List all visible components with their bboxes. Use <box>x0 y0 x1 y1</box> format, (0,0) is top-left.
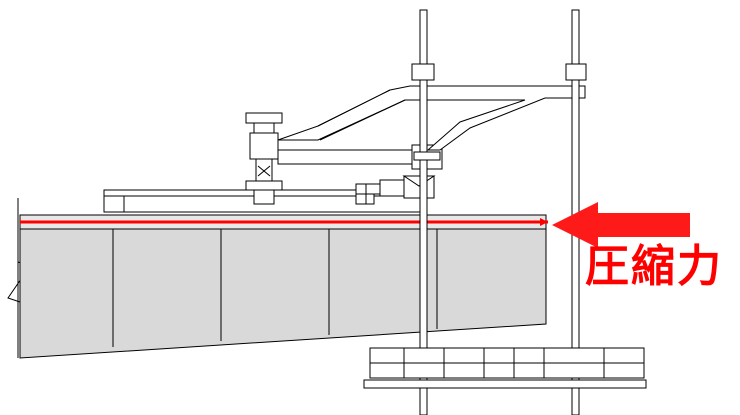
work-platform <box>363 347 647 389</box>
compression-force-label: 圧縮力 <box>585 241 723 292</box>
upper-truss-arm <box>277 85 586 151</box>
compression-line-tip <box>540 218 548 226</box>
segment-joints <box>112 229 438 347</box>
compression-force-arrow <box>552 202 690 248</box>
concrete-girder <box>19 214 547 359</box>
front-carriage <box>245 112 283 205</box>
